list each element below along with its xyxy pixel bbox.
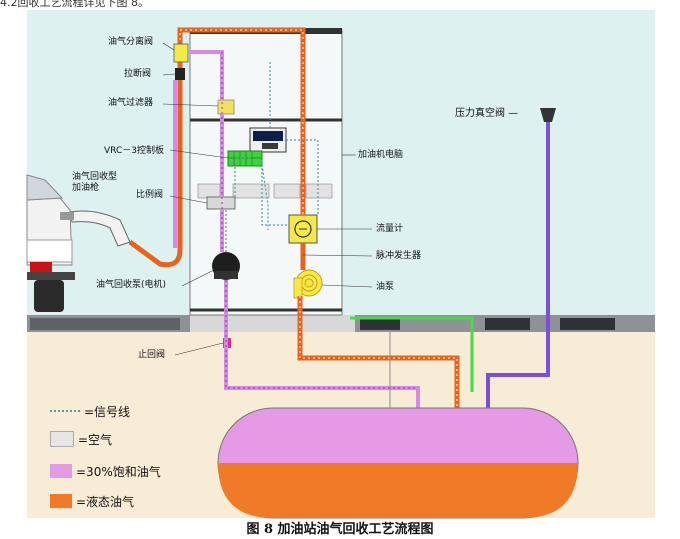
label-proportional-valve: 比例阀: [136, 190, 164, 200]
legend-signal: =信号线: [50, 402, 130, 420]
label-vapor-nozzle: 油气回收型 加油枪: [72, 172, 118, 193]
vapor-filter: [217, 99, 235, 115]
legend-air: =空气: [50, 430, 112, 448]
legend-liquid-text: =液态油气: [76, 494, 135, 509]
dispenser-cabinet: [189, 28, 343, 348]
legend-vapor-text: =30%饱和油气: [76, 464, 161, 479]
air-swatch: [50, 431, 74, 447]
proportional-valve: [206, 196, 236, 210]
legend-vapor: =30%饱和油气: [50, 462, 161, 480]
label-pv-valve: 压力真空阀 —: [455, 108, 519, 119]
label-recovery-pump: 油气回收泵(电机): [96, 280, 167, 290]
label-vapor-filter: 油气过滤器: [108, 98, 154, 108]
nozzle: [60, 210, 131, 247]
breakaway-valve: [175, 68, 185, 80]
legend-air-text: =空气: [78, 432, 113, 447]
cut-off-top-text: 4.2回收工艺流程详见下图 8。: [0, 0, 149, 9]
air-line: [350, 316, 474, 392]
label-oil-pump: 油泵: [376, 282, 395, 292]
vent-pipe: [486, 108, 556, 410]
legend-signal-text: =信号线: [84, 404, 131, 419]
underground-tank: [217, 407, 579, 519]
label-check-valve: 止回阀: [138, 350, 166, 360]
label-separator-valve: 油气分离阀: [108, 37, 154, 47]
label-vrc-board: VRC－3控制板: [104, 146, 164, 156]
label-flow-meter: 流量计: [376, 224, 404, 234]
label-pulse-generator: 脉冲发生器: [376, 251, 422, 261]
separator-valve: [173, 43, 189, 63]
legend-liquid: =液态油气: [50, 492, 134, 510]
label-breakaway-valve: 拉断阀: [124, 69, 152, 79]
signal-line-swatch: [50, 410, 80, 412]
liquid-swatch: [50, 494, 72, 508]
figure-caption: 图 8 加油站油气回收工艺流程图: [246, 522, 434, 537]
label-dispenser-computer: 加油机电脑: [358, 150, 404, 160]
vapor-swatch: [50, 464, 72, 478]
oil-pump: [293, 269, 323, 299]
recovery-pump: [212, 252, 240, 280]
